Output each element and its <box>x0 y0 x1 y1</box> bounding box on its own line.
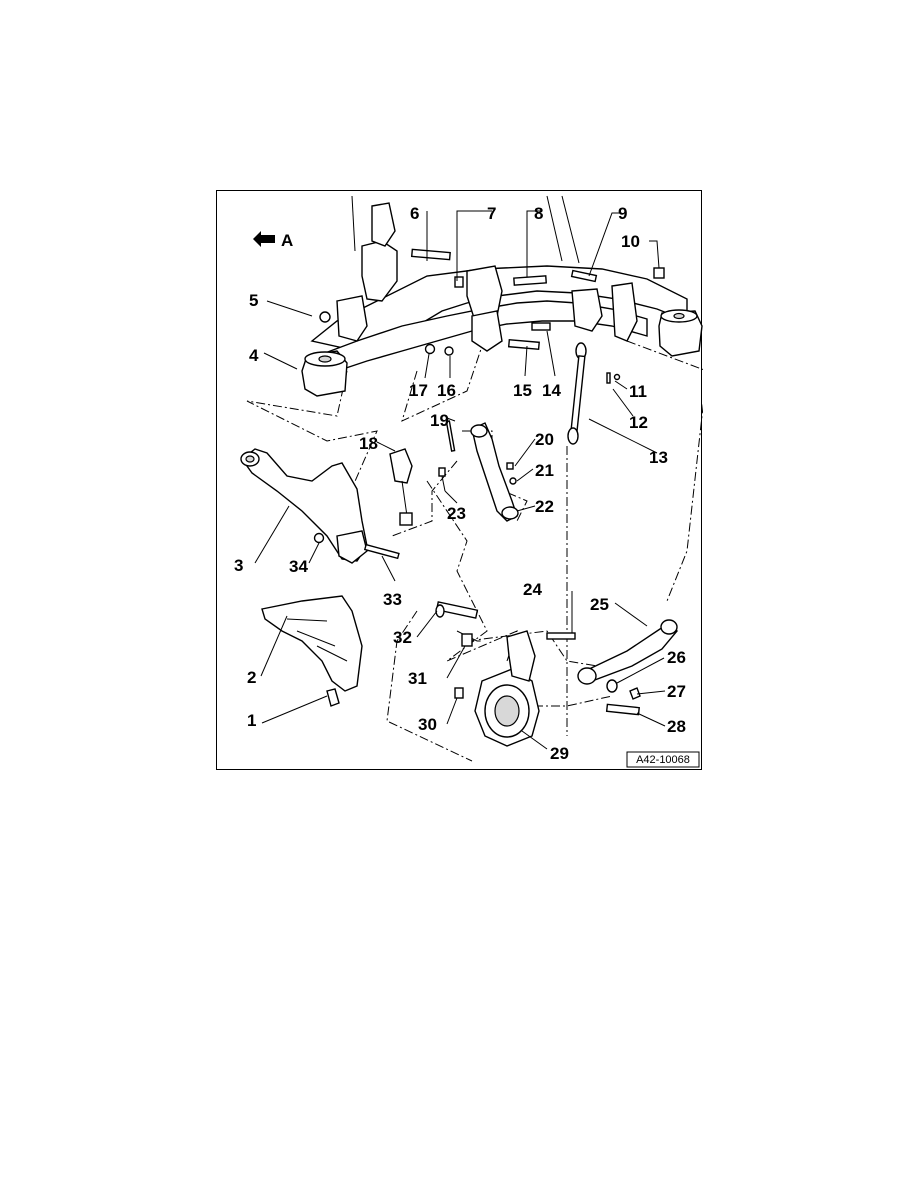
callout-22: 22 <box>535 497 554 516</box>
callout-32: 32 <box>393 628 412 647</box>
callout-7: 7 <box>487 204 496 223</box>
subframe-hardware <box>319 248 665 384</box>
callout-14: 14 <box>542 381 561 400</box>
callout-13: 13 <box>649 448 668 467</box>
stabilizer-link <box>389 420 456 526</box>
knuckle-hardware <box>435 601 678 716</box>
callout-26: 26 <box>667 648 686 667</box>
callout-21: 21 <box>535 461 554 480</box>
callout-5: 5 <box>249 291 258 310</box>
exploded-diagram: A 1 2 3 4 5 6 7 8 9 10 11 12 13 14 15 16… <box>234 195 703 768</box>
callout-23: 23 <box>447 504 466 523</box>
tie-rod <box>567 342 587 445</box>
view-label: A <box>281 231 293 250</box>
reference-code-box: A42-10068 <box>626 751 700 768</box>
callout-33: 33 <box>383 590 402 609</box>
callout-numbers: 1 2 3 4 5 6 7 8 9 10 11 12 13 14 15 16 1… <box>234 204 686 763</box>
arrow-left-icon <box>253 231 275 247</box>
callout-20: 20 <box>535 430 554 449</box>
dust-shield <box>261 595 363 707</box>
view-direction-arrow: A <box>253 231 293 250</box>
exploded-diagram-frame: A 1 2 3 4 5 6 7 8 9 10 11 12 13 14 15 16… <box>216 190 703 770</box>
callout-11: 11 <box>629 382 647 401</box>
callout-34: 34 <box>289 557 308 576</box>
callout-9: 9 <box>618 204 627 223</box>
callout-10: 10 <box>621 232 640 251</box>
callout-6: 6 <box>410 204 419 223</box>
lower-control-arm <box>240 448 400 564</box>
callout-24: 24 <box>523 580 542 599</box>
callout-leaders <box>254 210 666 750</box>
callout-4: 4 <box>249 346 259 365</box>
callout-29: 29 <box>550 744 569 763</box>
callout-16: 16 <box>437 381 456 400</box>
subframe-bushing-left <box>301 350 348 397</box>
upper-control-arm <box>470 422 519 522</box>
callout-27: 27 <box>667 682 686 701</box>
subframe-bushing-right <box>658 309 703 357</box>
callout-3: 3 <box>234 556 243 575</box>
callout-12: 12 <box>629 413 648 432</box>
subframe <box>310 195 688 372</box>
callout-18: 18 <box>359 434 378 453</box>
callout-28: 28 <box>667 717 686 736</box>
callout-31: 31 <box>408 669 427 688</box>
callout-15: 15 <box>513 381 532 400</box>
callout-17: 17 <box>409 381 428 400</box>
wheel-bearing-housing <box>454 630 540 747</box>
callout-1: 1 <box>247 711 256 730</box>
reference-code: A42-10068 <box>636 754 690 766</box>
callout-8: 8 <box>534 204 543 223</box>
callout-2: 2 <box>247 668 256 687</box>
callout-25: 25 <box>590 595 609 614</box>
callout-19: 19 <box>430 411 449 430</box>
callout-30: 30 <box>418 715 437 734</box>
